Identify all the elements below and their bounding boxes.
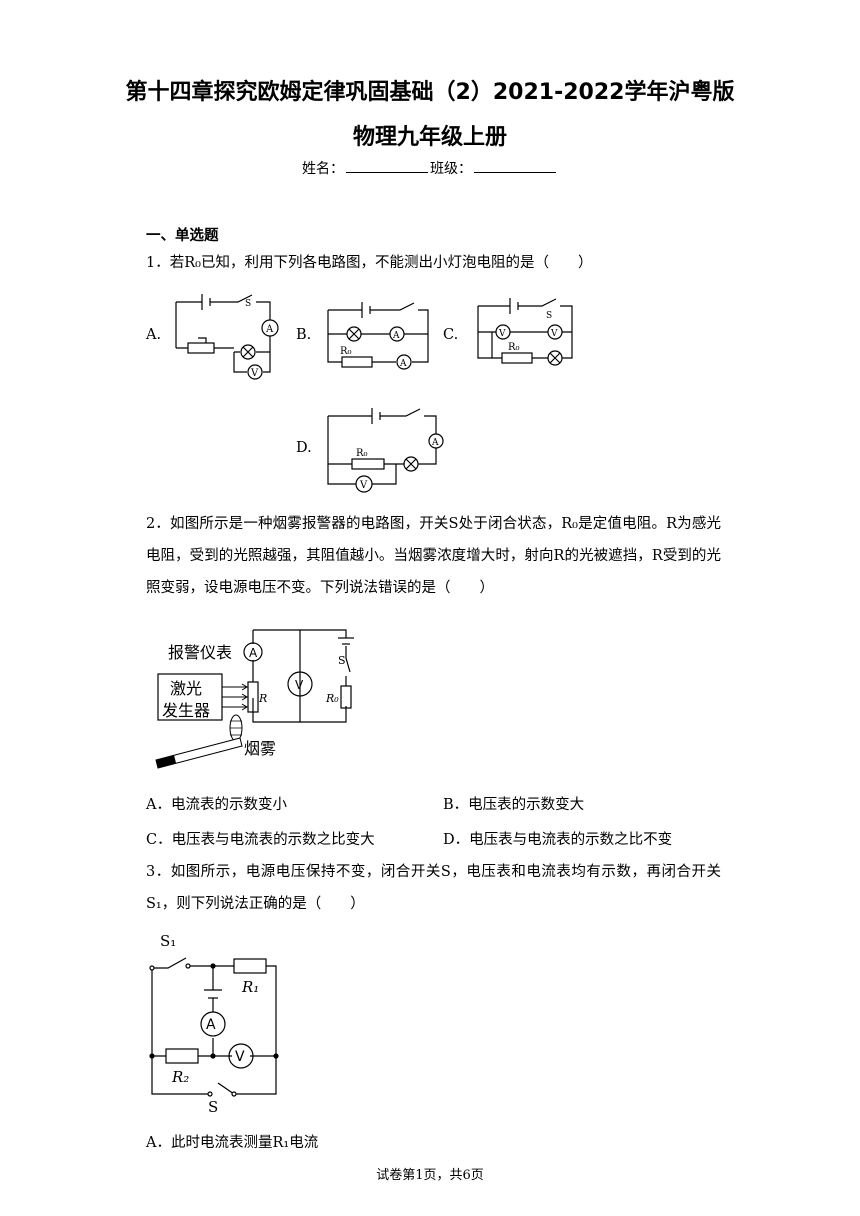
q1a-voltmeter-label: V bbox=[250, 368, 259, 379]
q3-voltmeter-label: V bbox=[235, 1049, 245, 1065]
q3-r1-label: R₁ bbox=[241, 978, 259, 996]
q3-stem: 3．如图所示，电源电压保持不变，闭合开关S，电压表和电流表均有示数，再闭合开关S… bbox=[146, 864, 721, 912]
q1c-voltmeter1-label: V bbox=[498, 329, 506, 339]
q1b-ammeter1-label: A bbox=[392, 331, 400, 341]
name-blank[interactable] bbox=[346, 160, 428, 173]
exam-title-line1: 第十四章探究欧姆定律巩固基础（2）2021-2022学年沪粤版 bbox=[125, 80, 735, 105]
q3-circuit: S₁ R₁ A V R₂ S bbox=[149, 932, 279, 1114]
q1-option-d-label: D. bbox=[296, 440, 312, 456]
q3-option-a[interactable]: A．此时电流表测量R₁电流 bbox=[146, 1135, 319, 1151]
q2-meter-label: 报警仪表 bbox=[168, 643, 232, 662]
q2-option-b[interactable]: B．电压表的示数变大 bbox=[443, 797, 585, 813]
q1a-switch-label: S bbox=[245, 299, 251, 309]
q1-option-c-label: C. bbox=[443, 327, 459, 343]
q1d-ammeter-label: A bbox=[431, 438, 439, 448]
q3-r2-label: R₂ bbox=[171, 1068, 189, 1086]
q2-laser-label-line2: 发生器 bbox=[162, 701, 210, 720]
q1c-r0-label: R₀ bbox=[508, 342, 520, 353]
page-footer: 试卷第1页，共6页 bbox=[376, 1168, 484, 1183]
q1c-switch-label: S bbox=[546, 311, 552, 321]
q3-ammeter-label: A bbox=[206, 1017, 216, 1033]
name-class-line: 姓名： 班级： bbox=[0, 158, 860, 178]
q1c-voltmeter2-label: V bbox=[550, 329, 558, 339]
q2-r0-label: R₀ bbox=[325, 692, 339, 705]
q1-stem: 1．若R₀已知，利用下列各电路图，不能测出小灯泡电阻的是（ ） bbox=[146, 255, 593, 271]
q2-r-label: R bbox=[258, 692, 267, 705]
q1b-r0-label: R₀ bbox=[340, 346, 352, 357]
q2-laser-label-line1: 激光 bbox=[170, 679, 202, 698]
q1d-r0-label: R₀ bbox=[356, 448, 368, 459]
q2-smoke-label: 烟雾 bbox=[244, 739, 276, 758]
q1-circuit-d: A V R₀ bbox=[327, 408, 444, 493]
q2-voltmeter-label: V bbox=[295, 678, 304, 692]
q2-stem: 2．如图所示是一种烟雾报警器的电路图，开关S处于闭合状态，R₀是定值电阻。R为感… bbox=[146, 516, 721, 596]
q1d-voltmeter-label: V bbox=[359, 480, 368, 491]
q2-option-a[interactable]: A．电流表的示数变小 bbox=[146, 797, 287, 813]
q1a-ammeter-label: A bbox=[265, 324, 274, 335]
q1b-ammeter2-label: A bbox=[399, 359, 407, 369]
class-blank[interactable] bbox=[474, 160, 556, 173]
q1-option-a-label: A. bbox=[146, 327, 162, 343]
q1-circuit-a: S A V bbox=[175, 294, 279, 380]
class-label: 班级： bbox=[430, 161, 472, 177]
section-heading: 一、单选题 bbox=[146, 228, 219, 244]
q2-ammeter-label: A bbox=[249, 646, 258, 660]
q3-s1-label: S₁ bbox=[160, 932, 176, 950]
q1-option-b-label: B. bbox=[296, 327, 312, 343]
q2-option-d[interactable]: D．电压表与电流表的示数之比不变 bbox=[443, 832, 673, 848]
q1-circuit-c: S V V R₀ bbox=[477, 298, 573, 366]
q2-switch-label: S bbox=[338, 654, 346, 667]
q2-option-c[interactable]: C．电压表与电流表的示数之比变大 bbox=[146, 832, 375, 848]
name-label: 姓名： bbox=[302, 161, 344, 177]
q2-smoke-alarm-circuit: 报警仪表 A V 激光 发生器 R R₀ S 烟雾 bbox=[155, 629, 354, 769]
q1-circuit-b: A A R₀ bbox=[327, 302, 429, 370]
exam-title-line2: 物理九年级上册 bbox=[352, 125, 507, 150]
q3-s-label: S bbox=[208, 1098, 218, 1114]
